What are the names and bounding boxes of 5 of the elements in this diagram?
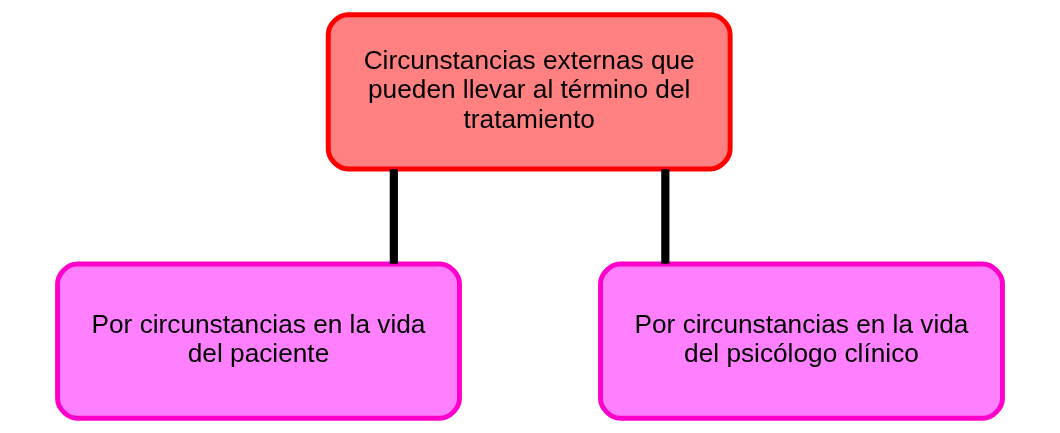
node-box: Por circunstancias en la vida del psicólogo clínico <box>598 261 1005 421</box>
connector <box>389 169 398 264</box>
node-box: Por circunstancias en la vida del paciente <box>55 261 462 421</box>
node-box: Circunstancias externas que pueden llevar al término del tratamiento <box>325 12 733 172</box>
connector <box>661 169 670 264</box>
